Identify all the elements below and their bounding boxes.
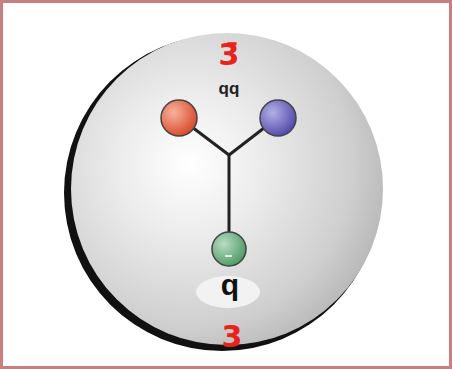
color-rep: 3̄ [219, 40, 240, 70]
red-quark [161, 100, 197, 136]
diquark-label: qq [219, 80, 240, 97]
string [228, 155, 231, 240]
blue-quark [260, 100, 296, 136]
green-quark [212, 232, 246, 266]
color-rep: 3 [222, 322, 243, 352]
quark-label: q [221, 270, 239, 300]
anti-mark [225, 255, 232, 257]
sphere [71, 33, 383, 345]
